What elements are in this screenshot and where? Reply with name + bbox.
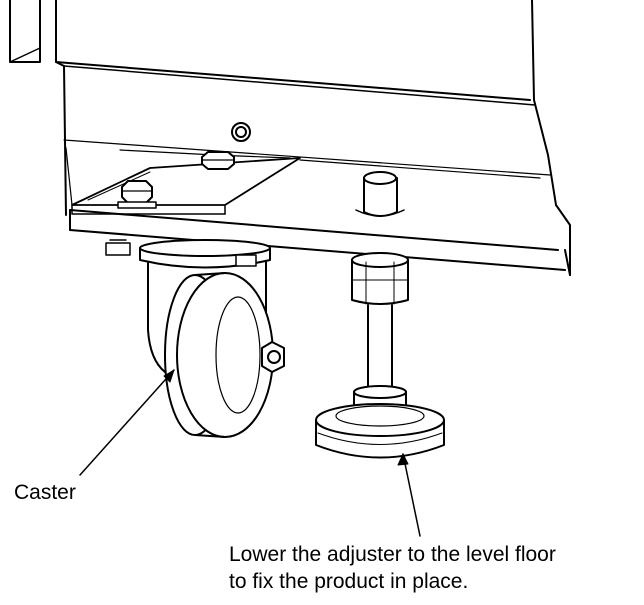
adjuster-instruction-line-2: to fix the product in place. bbox=[229, 570, 469, 593]
caster-label: Caster bbox=[14, 481, 76, 504]
leveling-adjuster bbox=[315, 252, 445, 459]
base-bolt-left bbox=[105, 239, 131, 256]
panel-screw bbox=[231, 122, 251, 142]
adjuster-instruction-line-1: Lower the adjuster to the level floor bbox=[229, 543, 556, 566]
bracket-bolt-rear bbox=[201, 151, 235, 170]
guide-post bbox=[355, 171, 405, 217]
bracket-bolt-front bbox=[117, 180, 157, 209]
cabinet-body bbox=[9, 0, 571, 276]
corner-bracket bbox=[71, 157, 301, 215]
caster bbox=[139, 239, 285, 438]
caster-leader-line bbox=[79, 369, 175, 476]
adjuster-leader-line bbox=[397, 453, 421, 537]
